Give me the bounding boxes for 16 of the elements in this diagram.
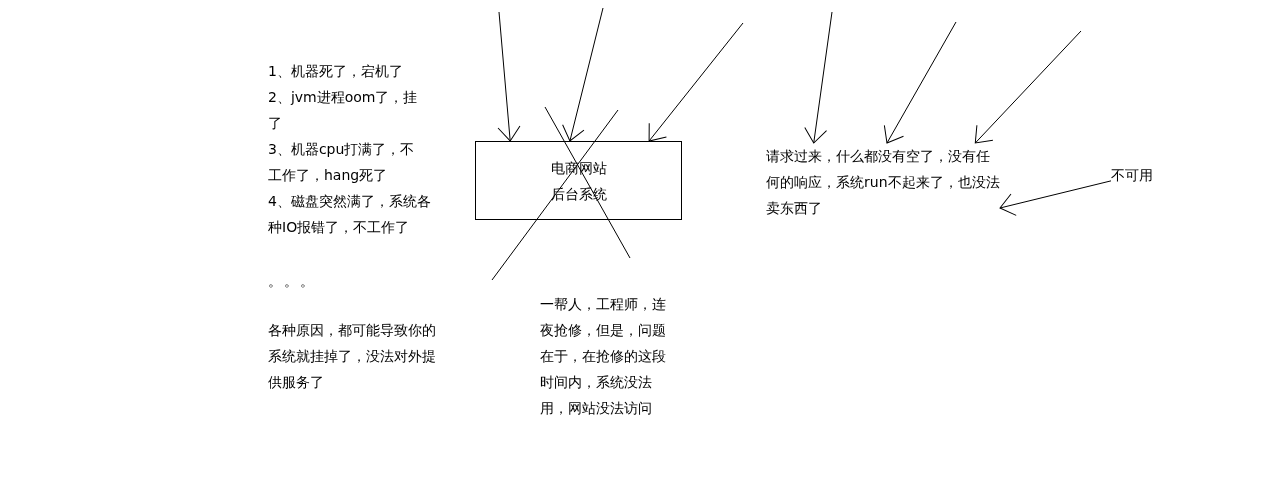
request-note: 请求过来，什么都没有空了，没有任何的响应，系统run不起来了，也没法卖东西了 bbox=[766, 143, 1000, 221]
status-note: 不可用 bbox=[1111, 162, 1159, 188]
arrow bbox=[804, 11, 833, 144]
arrow bbox=[497, 11, 521, 142]
repair-note: 一帮人，工程师，连夜抢修，但是，问题在于，在抢修的这段时间内，系统没法用，网站没法访问 bbox=[540, 295, 667, 418]
cause-item: 4、磁盘突然满了，系统各种IO报错了，不工作了 bbox=[268, 192, 432, 237]
cause-item: 1、机器死了，宕机了 bbox=[268, 62, 404, 81]
arrow bbox=[883, 21, 957, 144]
arrow bbox=[999, 180, 1112, 216]
arrow bbox=[562, 7, 604, 142]
arrow bbox=[648, 22, 744, 142]
ellipsis-text: 。。。 bbox=[268, 272, 317, 291]
summary-note: 各种原因，都可能导致你的系统就挂掉了，没法对外提供服务了 bbox=[268, 321, 437, 392]
arrow bbox=[974, 30, 1082, 144]
cause-item: 3、机器cpu打满了，不工作了，hang死了 bbox=[268, 140, 416, 185]
cause-item: 2、jvm进程oom了，挂了 bbox=[268, 88, 419, 133]
